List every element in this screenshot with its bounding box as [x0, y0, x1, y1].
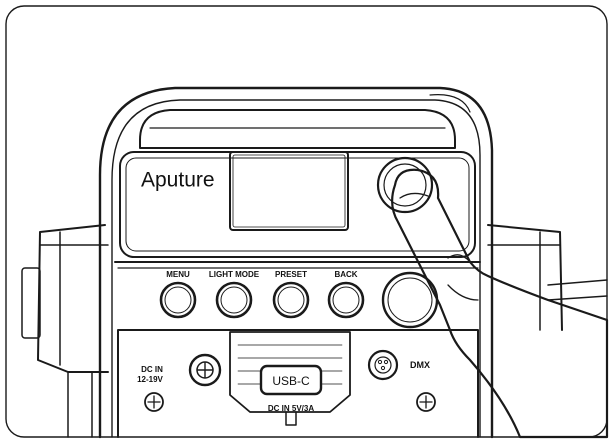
usb-c-port[interactable] [259, 364, 323, 396]
brand-logo: Aputure [141, 168, 215, 191]
button-label-menu: MENU [166, 270, 190, 279]
lcd-screen [229, 151, 349, 231]
frame-border [5, 5, 608, 438]
button-label-light-mode: LIGHT MODE [209, 270, 260, 279]
usb-plate [229, 331, 351, 413]
rotary-knob-icon [376, 156, 434, 214]
usb-rating-label: DC IN 5V/3A [268, 404, 314, 413]
pointing-finger-icon [391, 168, 609, 439]
button-label-back: BACK [334, 270, 357, 279]
left-bracket [21, 224, 109, 438]
dc-in-label: DC IN [141, 365, 163, 374]
dmx-port[interactable] [367, 349, 399, 381]
right-bracket [487, 224, 608, 331]
device-body-outline [98, 86, 494, 439]
preset-button[interactable] [272, 281, 310, 319]
port-panel [117, 329, 479, 438]
light-mode-button[interactable] [215, 281, 253, 319]
dc-in-voltage-label: 12-19V [137, 375, 163, 384]
dc-in-port[interactable] [188, 353, 222, 387]
screw-icon [144, 392, 164, 412]
screw-icon [416, 392, 436, 412]
top-handle [139, 109, 456, 149]
menu-button[interactable] [159, 281, 197, 319]
button-label-preset: PRESET [275, 270, 307, 279]
usb-c-label: USB-C [272, 374, 310, 388]
back-button[interactable] [327, 281, 365, 319]
dmx-label: DMX [410, 360, 430, 370]
